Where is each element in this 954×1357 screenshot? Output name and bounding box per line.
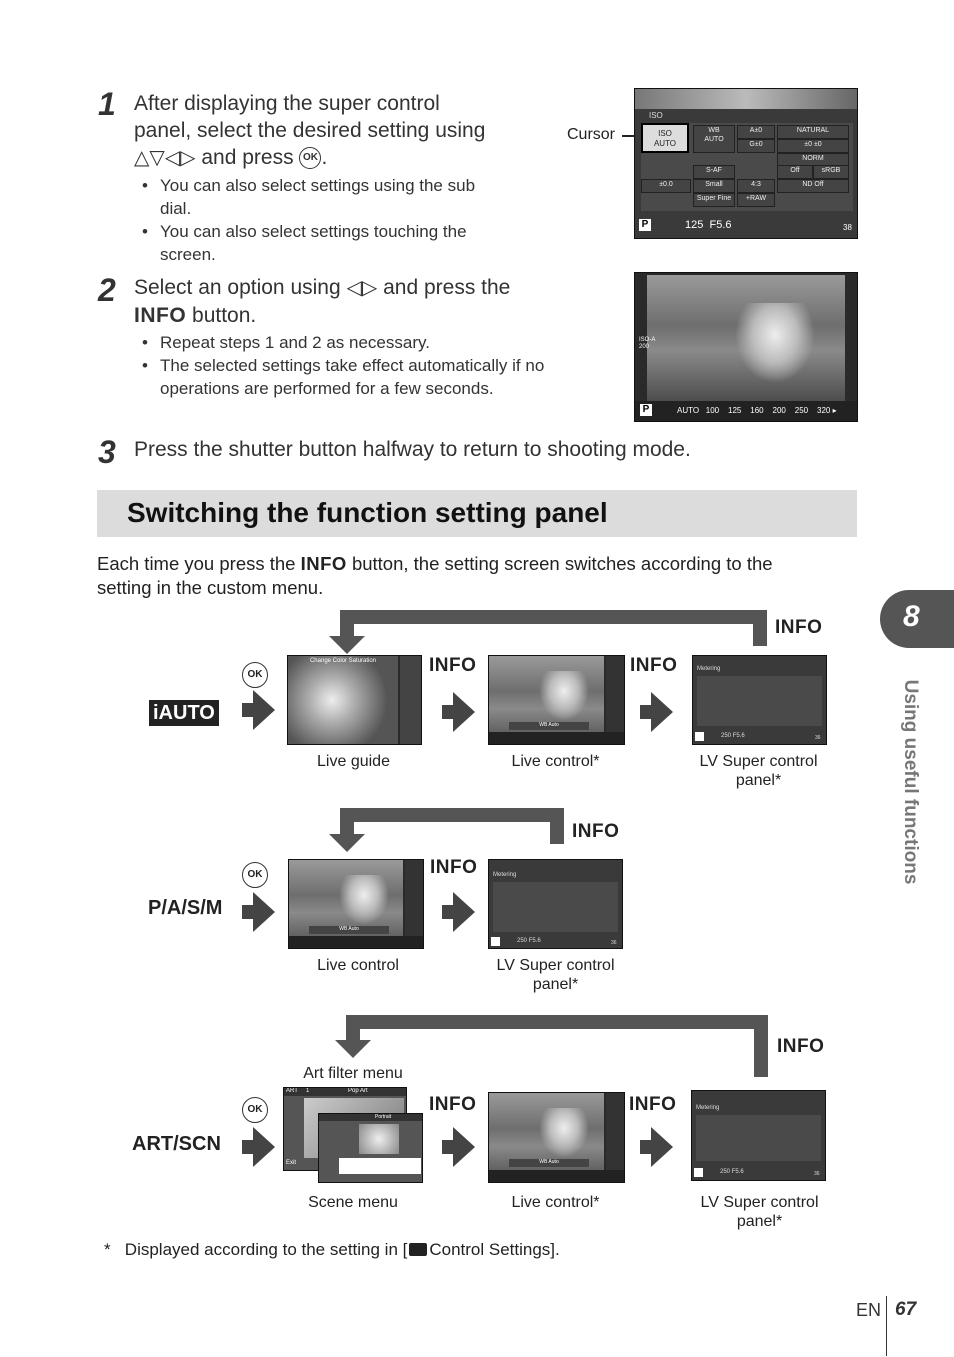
step-1-line1: After displaying the super control	[134, 92, 440, 115]
row2-loop-arrow	[329, 834, 365, 852]
row1-arrow-0	[253, 690, 275, 730]
left-right-keys-icon: ◁▷	[346, 277, 378, 299]
step-1-text: After displaying the super control panel…	[134, 90, 485, 172]
row3-loop-top	[346, 1015, 768, 1029]
iauto-mode-label: iAUTO	[149, 700, 219, 726]
camera-icon	[409, 1243, 428, 1256]
row1-loop-right	[753, 610, 767, 646]
step-1-bullets: •You can also select settings using the …	[142, 176, 476, 264]
row3-arrow-0	[253, 1127, 275, 1167]
row1-info-loop: INFO	[775, 617, 823, 638]
row3-arrow-1	[453, 1127, 475, 1167]
chapter-number: 8	[903, 600, 920, 633]
cursor-label: Cursor	[567, 126, 616, 143]
row1-ok-icon: OK	[242, 662, 268, 688]
section-header-band	[97, 490, 857, 537]
lv-super-control-screen-3: Metering 250 F5.6 36	[691, 1090, 826, 1181]
step-3-text: Press the shutter button halfway to retu…	[134, 438, 691, 461]
arrow-keys-icon: △▽◁▷	[134, 147, 196, 169]
row1-loop-top	[340, 610, 760, 624]
photo-subject	[735, 303, 815, 383]
row2-arrow-1	[453, 892, 475, 932]
row1-loop-left	[340, 610, 354, 640]
chapter-tab	[880, 590, 954, 648]
screen-top-photo-strip	[635, 89, 857, 109]
lv-super-control-screen-2: Metering 250 F5.6 36	[488, 859, 623, 949]
pasm-mode-label: P/A/S/M	[148, 897, 223, 919]
lv-super-control-screen-1: Metering 250 F5.6 36	[692, 655, 827, 745]
live-control-screen-1: WB Auto	[488, 655, 625, 745]
page-number: 67	[895, 1299, 917, 1320]
row1-loop-arrow	[329, 636, 365, 654]
row1-arrow-1	[453, 692, 475, 732]
live-guide-sidebar	[400, 656, 421, 744]
row3-arrow-2	[651, 1127, 673, 1167]
live-control-screen-2: WB Auto	[288, 859, 424, 949]
contrast-cells: ±0 ±0	[777, 139, 849, 153]
chapter-side-label: Using useful functions	[900, 679, 921, 885]
row3-loop-arrow	[335, 1040, 371, 1058]
step-1-line2: panel, select the desired setting using	[134, 119, 486, 142]
step-2-number: 2	[98, 272, 116, 308]
cursor-pointer-line	[622, 135, 640, 137]
row2-arrow-0	[253, 892, 275, 932]
step-3-number: 3	[98, 434, 116, 470]
live-control-screen-3: WB Auto	[488, 1092, 625, 1183]
section-title: Switching the function setting panel	[127, 497, 608, 528]
info-button-label: INFO	[134, 304, 187, 327]
intro-paragraph: Each time you press the INFO button, the…	[97, 553, 773, 598]
step-2-text: Select an option using ◁▷ and press the …	[134, 276, 511, 327]
language-code: EN	[856, 1300, 882, 1320]
live-guide-screen: Change Color Saturation	[287, 655, 422, 745]
iso-values-strip: AUTO 100 125 160 200 250 320 ▸	[677, 406, 837, 415]
step-1-line3: △▽◁▷ and press OK.	[134, 146, 328, 170]
ok-button-icon: OK	[299, 147, 322, 170]
footer-divider	[886, 1296, 887, 1356]
step-1-number: 1	[98, 86, 116, 122]
scene-menu-screen: Portrait	[318, 1113, 423, 1183]
step-2-bullets: •Repeat steps 1 and 2 as necessary. •The…	[142, 333, 545, 398]
artscn-mode-label: ART/SCN	[132, 1133, 221, 1155]
row1-arrow-2	[651, 692, 673, 732]
footnote: * Displayed according to the setting in …	[104, 1240, 560, 1259]
row2-loop-top	[340, 808, 564, 822]
